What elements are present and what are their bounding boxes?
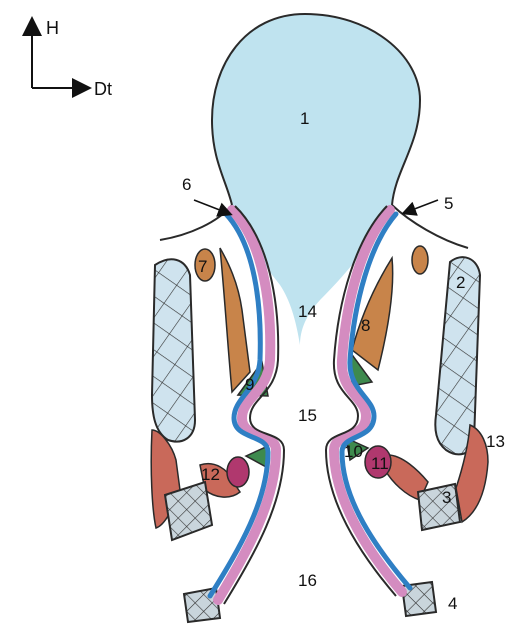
right-small-brown-muscle: [412, 246, 428, 274]
label-6: 6: [182, 175, 191, 194]
label-1: 1: [300, 109, 309, 128]
axis-indicator: H Dt: [32, 18, 112, 99]
left-cartilage: [152, 259, 195, 441]
label-15: 15: [298, 406, 317, 425]
label-9: 9: [245, 375, 254, 394]
label-5: 5: [444, 194, 453, 213]
label-14: 14: [298, 302, 317, 321]
left-pointer-arrow-icon: [194, 200, 230, 214]
label-16: 16: [298, 571, 317, 590]
axis-label-up: H: [46, 18, 59, 38]
label-11: 11: [371, 454, 389, 473]
label-7: 7: [198, 257, 207, 276]
label-3: 3: [442, 488, 451, 507]
left-magenta-oval: [227, 457, 249, 487]
label-10: 10: [344, 442, 363, 461]
label-8: 8: [361, 316, 370, 335]
right-outer-contour: [392, 205, 468, 248]
label-12: 12: [201, 465, 220, 484]
left-long-brown-muscle: [220, 248, 250, 392]
right-small-cartilage: [418, 484, 460, 530]
label-2: 2: [456, 273, 465, 292]
right-pointer-arrow-icon: [404, 200, 438, 213]
left-green-lower: [246, 446, 268, 468]
label-4: 4: [448, 594, 457, 613]
axis-label-right: Dt: [94, 79, 112, 99]
label-13: 13: [486, 432, 505, 451]
